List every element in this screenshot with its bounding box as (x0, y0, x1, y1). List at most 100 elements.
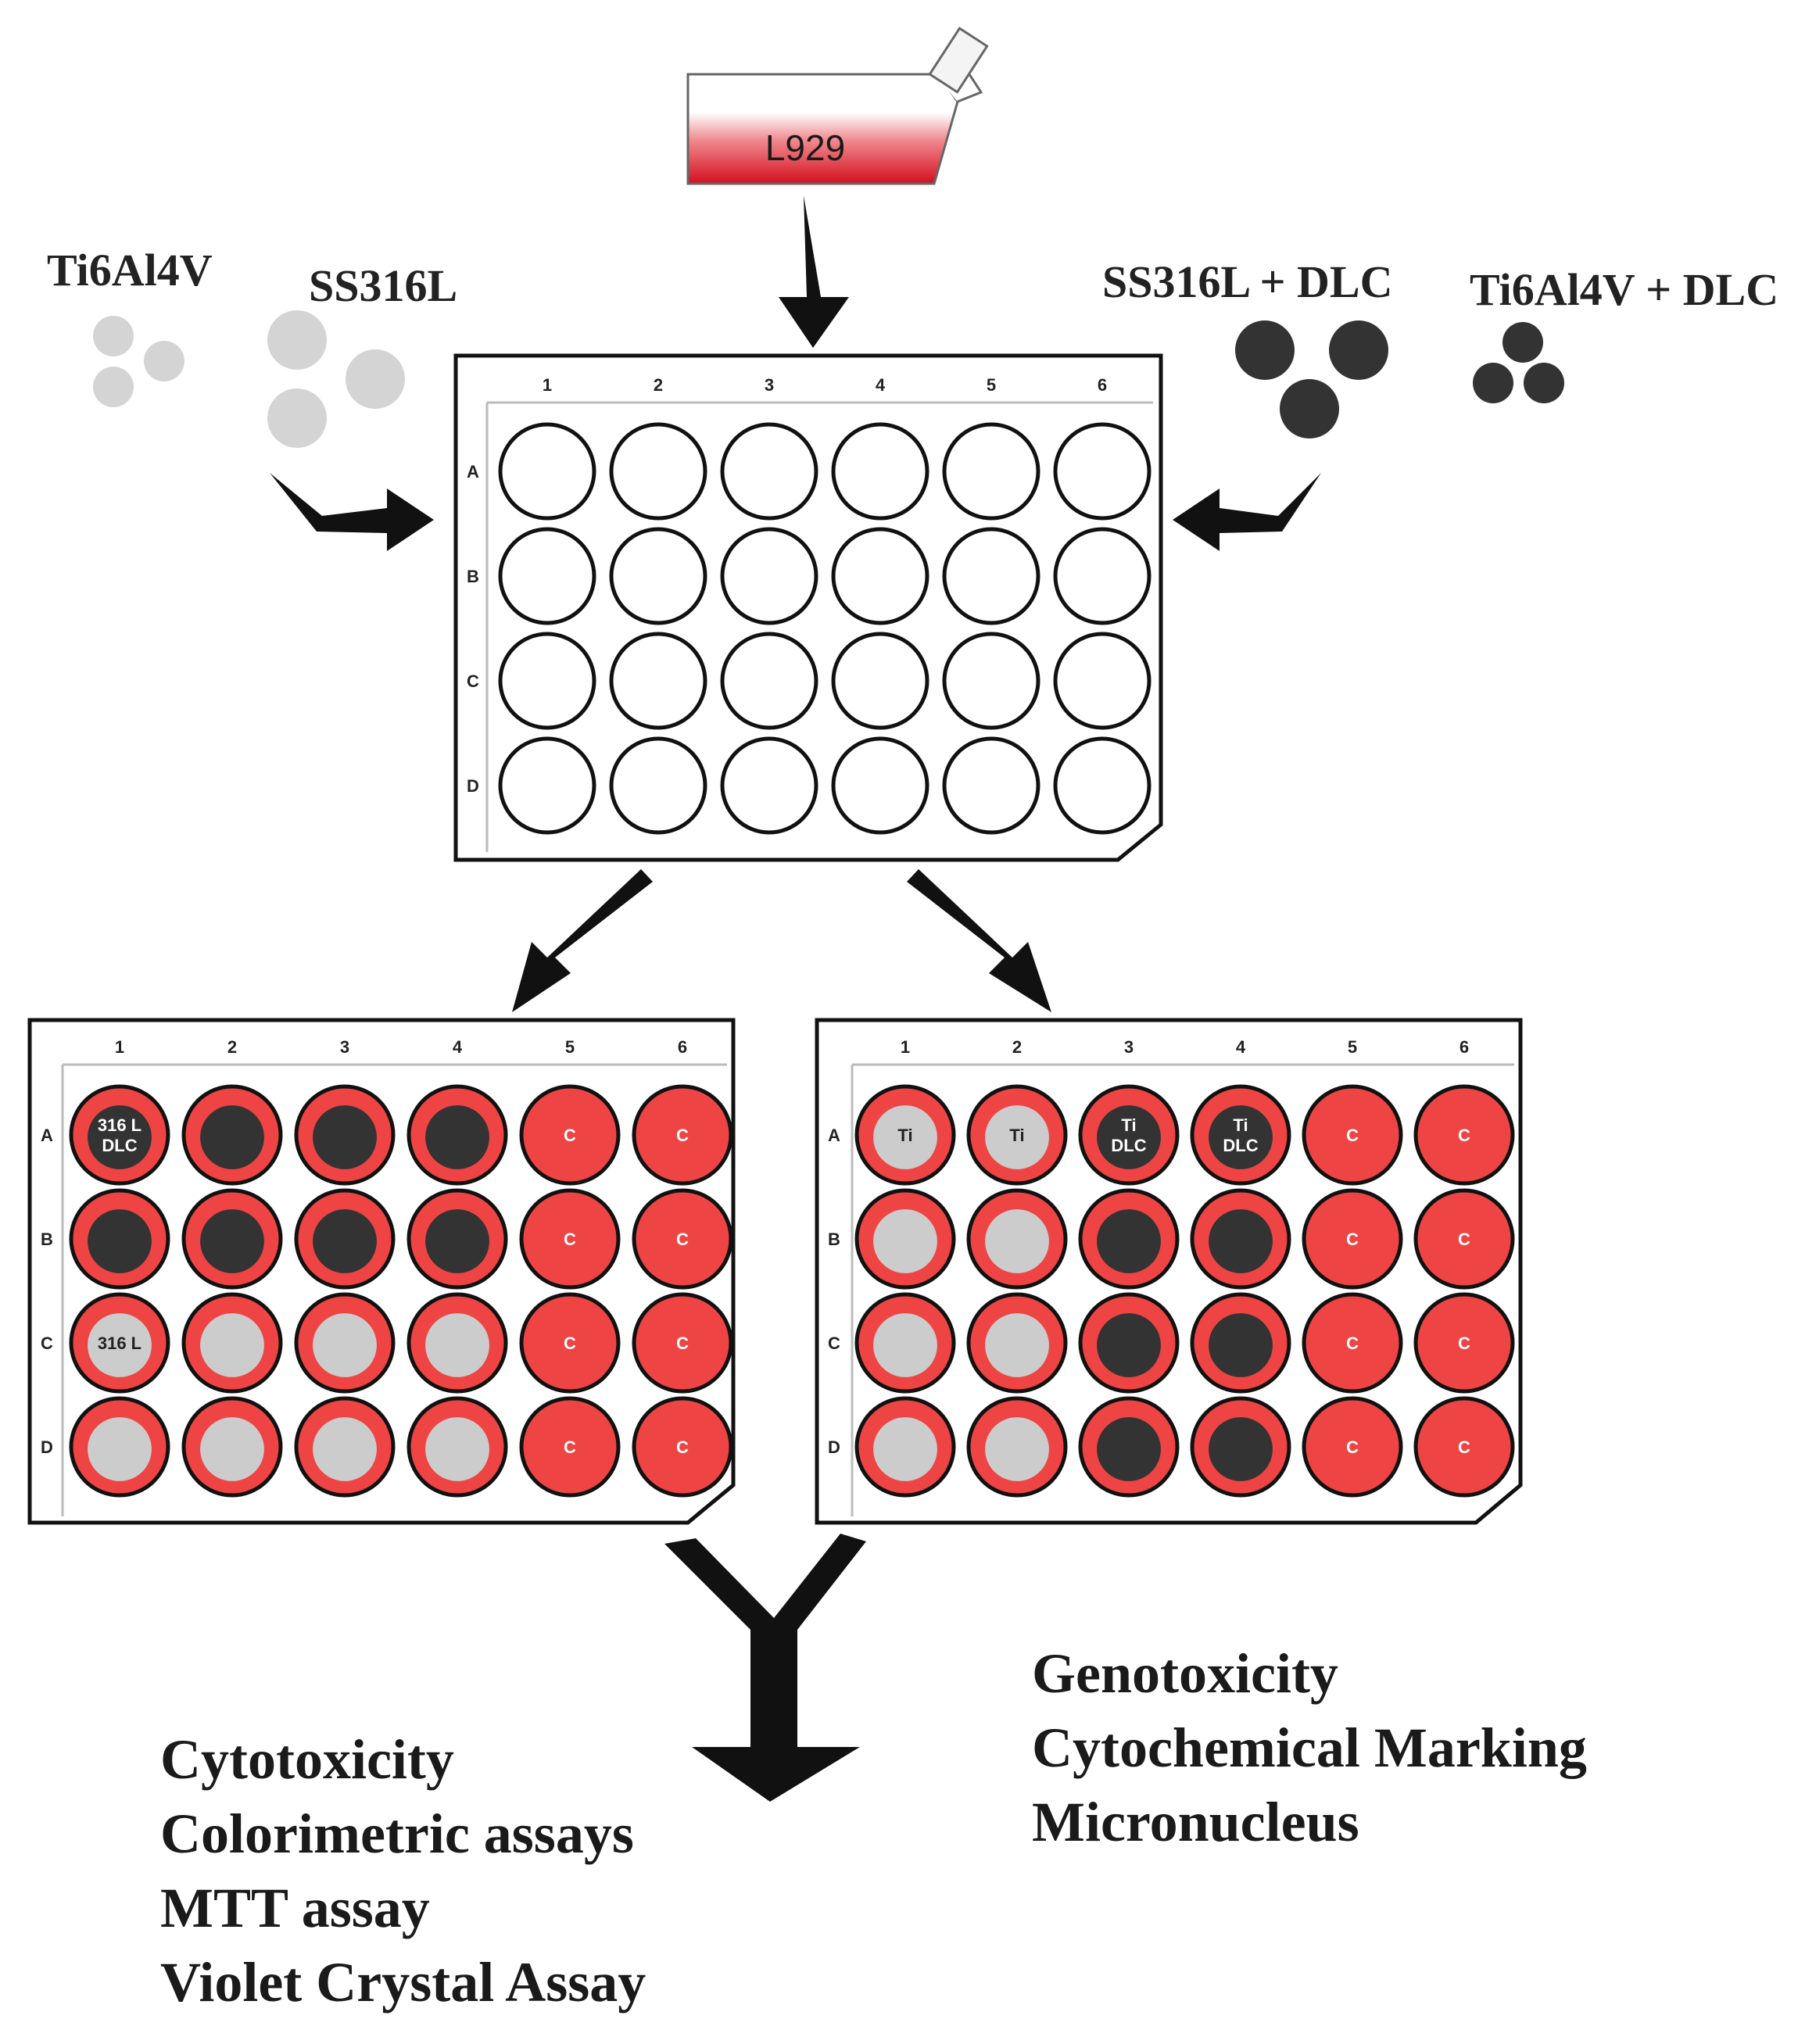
left-plate-disc-dlc (88, 1105, 152, 1169)
top-plate-well-A2 (609, 422, 707, 521)
top-plate-well-C6 (1053, 632, 1152, 730)
left-plate-disc-dlc (313, 1209, 377, 1273)
right-plate-disc-dlc (1209, 1313, 1273, 1377)
left-plate-col-label-3: 3 (340, 1037, 349, 1057)
left-plate-col-label-4: 4 (453, 1037, 463, 1057)
left-plate-row-label-D: D (41, 1437, 53, 1457)
left-plate-disc-metal (425, 1417, 489, 1481)
sample-label-ti6al4v-dlc: Ti6Al4V + DLC (1470, 264, 1778, 315)
right-plate-disc-metal (873, 1417, 937, 1481)
left-plate-well-D4 (407, 1396, 508, 1498)
right-plate-well-A6: C (1413, 1084, 1515, 1186)
assay-right-2: Micronucleus (1032, 1791, 1359, 1853)
top-plate-well-A6 (1053, 422, 1152, 521)
assay-left-0: Cytotoxicity (160, 1728, 454, 1791)
left-plate-disc-metal (200, 1313, 264, 1377)
left-plate-well-B4 (407, 1188, 508, 1290)
right-plate-well-D6: C (1413, 1396, 1515, 1498)
right-plate-col-label-3: 3 (1124, 1037, 1134, 1057)
right-plate-disc-metal (873, 1209, 937, 1273)
right-plate-disc-metal (985, 1417, 1049, 1481)
right-plate-well-B4 (1190, 1188, 1291, 1290)
assay-left-3: Violet Crystal Assay (160, 1951, 646, 2014)
left-plate-well-D5: C (519, 1396, 621, 1498)
left-plate-well-label-D6: C (676, 1437, 689, 1457)
top-plate-col-label-5: 5 (987, 375, 996, 395)
right-plate-well-C5: C (1302, 1292, 1403, 1394)
left-plate-well-C3 (294, 1292, 396, 1394)
left-plate-disc-metal (200, 1417, 264, 1481)
top-plate-col-label-6: 6 (1098, 375, 1107, 395)
right-plate-col-label-6: 6 (1460, 1037, 1469, 1057)
left-plate-row-label-C: C (41, 1333, 53, 1353)
top-plate-well-D1 (498, 736, 596, 835)
right-plate-disc-metal (873, 1105, 937, 1169)
right-plate-well-label-A5: C (1346, 1126, 1359, 1145)
right-plate-well-D1 (854, 1396, 956, 1498)
right-plate-disc-dlc (1097, 1105, 1161, 1169)
right-plate-disc-dlc (1097, 1417, 1161, 1481)
arrow-plates-to-assays (664, 1534, 866, 1802)
left-plate-well-B1 (69, 1188, 170, 1290)
left-plate-well-label-C1: 316 L (98, 1333, 141, 1353)
left-plate-well-D3 (294, 1396, 396, 1498)
left-plate-well-B2 (181, 1188, 283, 1290)
left-plate-well-C2 (181, 1292, 283, 1394)
right-plate-disc-metal (985, 1105, 1049, 1169)
assay-right-0: Genotoxicity (1032, 1642, 1338, 1705)
top-plate-well-A4 (831, 422, 929, 521)
right-plate-well-label-A1: Ti (897, 1126, 912, 1145)
left-plate-row-label-B: B (41, 1230, 53, 1249)
top-plate-row-label-B: B (467, 567, 479, 586)
top-plate-well-B2 (609, 527, 707, 625)
right-plate-disc-dlc (1209, 1417, 1273, 1481)
left-plate-well-A6: C (632, 1084, 733, 1186)
right-plate-well-B6: C (1413, 1188, 1515, 1290)
top-plate-well-C4 (831, 632, 929, 730)
assay-left-1: Colorimetric assays (160, 1802, 634, 1865)
right-plate-well-C4 (1190, 1292, 1291, 1394)
left-plate-col-label-1: 1 (115, 1037, 124, 1057)
left-plate-disc-metal (88, 1313, 152, 1377)
left-plate-well-D6: C (632, 1396, 733, 1498)
left-plate-well-label-A5: C (564, 1126, 576, 1145)
right-plate-well-label-A6: C (1458, 1126, 1470, 1145)
top-plate-well-D5 (942, 736, 1040, 835)
left-plate-disc-dlc (425, 1105, 489, 1169)
assay-left-2: MTT assay (160, 1877, 430, 1939)
right-plate-row-label-D: D (828, 1437, 840, 1457)
top-plate-row-label-D: D (467, 776, 479, 796)
left-plate-well-D2 (181, 1396, 283, 1498)
top-plate-well-A3 (720, 422, 818, 521)
left-plate-disc-metal (88, 1417, 152, 1481)
right-plate-disc-dlc (1097, 1313, 1161, 1377)
right-plate-row-label-B: B (828, 1230, 840, 1249)
arrow-top-to-left-plate (512, 869, 653, 1012)
ss316l-dlc-discs (1235, 320, 1388, 439)
top-plate-well-C5 (942, 632, 1040, 730)
left-plate-well-label-C6: C (676, 1333, 689, 1353)
flask-label: L929 (765, 127, 845, 168)
right-plate-well-label-B5: C (1346, 1230, 1359, 1249)
top-plate-col-label-3: 3 (765, 375, 774, 395)
right-plate-well-B1 (854, 1188, 956, 1290)
top-plate-well-A5 (942, 422, 1040, 521)
right-plate-well-label-A2: Ti (1009, 1126, 1024, 1145)
top-plate-well-D6 (1053, 736, 1152, 835)
right-plate-disc-dlc (1209, 1209, 1273, 1273)
right-plate-disc-metal (985, 1313, 1049, 1377)
right-plate-disc-dlc (1097, 1209, 1161, 1273)
top-plate-well-C1 (498, 632, 596, 730)
left-plate-disc-dlc (88, 1209, 152, 1273)
right-plate-col-label-2: 2 (1012, 1037, 1022, 1057)
left-plate-well-C6: C (632, 1292, 733, 1394)
arrow-left-samples-to-plate (270, 473, 434, 551)
left-plate-col-label-5: 5 (565, 1037, 575, 1057)
ss316l-discs (267, 310, 405, 448)
top-plate-col-label-1: 1 (543, 375, 552, 395)
right-plate-well-D2 (966, 1396, 1068, 1498)
